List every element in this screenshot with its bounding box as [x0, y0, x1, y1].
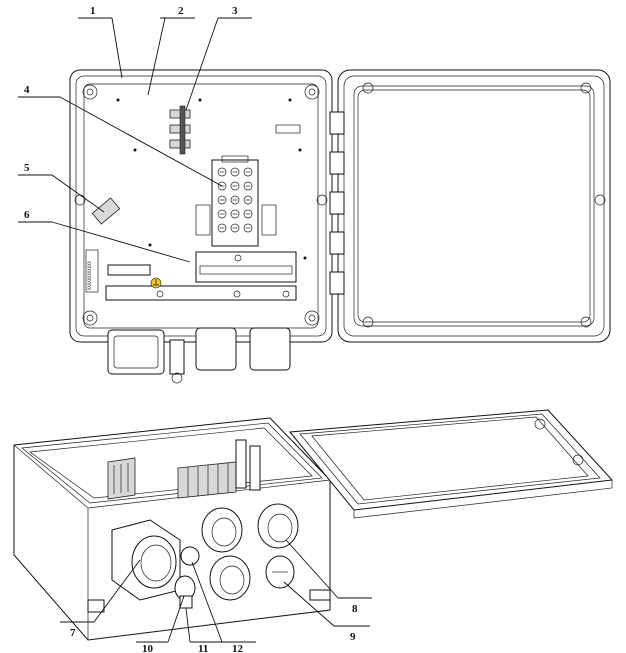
corner-screws — [74, 84, 328, 326]
fuse-holders — [169, 105, 191, 155]
iso-gland-lower-left — [209, 555, 251, 601]
callout-6: 6 — [24, 209, 30, 221]
callout-2: 2 — [178, 5, 184, 17]
iso-small-gland — [180, 546, 200, 566]
iso-fuse-holders — [107, 457, 136, 500]
iso-foot — [309, 589, 331, 601]
nameplate-label: XXXXXXXXXXXX — [85, 249, 99, 293]
iso-gland-lower-right — [265, 555, 295, 589]
terminal-screw — [243, 223, 253, 233]
hinge — [329, 111, 345, 135]
terminal-screw — [217, 223, 227, 233]
callout-4: 4 — [24, 84, 30, 96]
terminal-screw — [243, 167, 253, 177]
small-module — [275, 124, 301, 134]
base-box-front-view: XXXXXXXXXXXX — [69, 69, 333, 384]
terminal-screw — [217, 209, 227, 219]
callout-labels: 1 2 3 4 5 6 7 8 9 10 11 12 — [24, 5, 358, 653]
iso-large-gland — [111, 519, 181, 601]
bottom-cable-glands — [107, 327, 291, 384]
callout-9: 9 — [350, 631, 356, 643]
iso-open-lid — [289, 409, 614, 519]
mounting-plate-holes — [116, 98, 307, 260]
callout-11: 11 — [198, 643, 208, 653]
hinge — [329, 271, 345, 295]
iso-foot-left — [87, 599, 105, 613]
terminal-screw — [217, 181, 227, 191]
terminal-screw — [230, 167, 240, 177]
svg-text:XXXXXXXXXXXX: XXXXXXXXXXXX — [87, 261, 92, 290]
callout-1: 1 — [90, 5, 96, 17]
callout-8: 8 — [352, 603, 358, 615]
hinges — [329, 111, 345, 295]
terminal-screw — [230, 209, 240, 219]
din-rail — [105, 251, 297, 301]
lid-front-view — [329, 69, 611, 343]
iso-gland-upper-right — [257, 503, 299, 549]
terminal-screw — [217, 195, 227, 205]
terminal-screw — [243, 209, 253, 219]
terminal-screw — [217, 167, 227, 177]
hinge — [329, 191, 345, 215]
terminal-block — [195, 155, 277, 247]
callout-12: 12 — [232, 643, 244, 653]
terminal-screw — [243, 181, 253, 191]
isometric-view — [13, 409, 614, 641]
terminal-screw — [243, 195, 253, 205]
iso-breather — [174, 575, 196, 609]
terminal-screw — [230, 195, 240, 205]
terminal-screw — [230, 223, 240, 233]
earth-symbol — [150, 277, 162, 289]
iso-gland-upper-left — [201, 507, 243, 553]
callout-7: 7 — [70, 627, 76, 639]
relay — [91, 197, 121, 225]
hinge — [329, 151, 345, 175]
callout-10: 10 — [142, 643, 154, 653]
leader-lines — [18, 17, 372, 643]
hinge — [329, 231, 345, 255]
callout-5: 5 — [24, 162, 30, 174]
terminal-screw — [230, 181, 240, 191]
callout-3: 3 — [232, 5, 238, 17]
iso-terminal-block — [177, 439, 261, 499]
